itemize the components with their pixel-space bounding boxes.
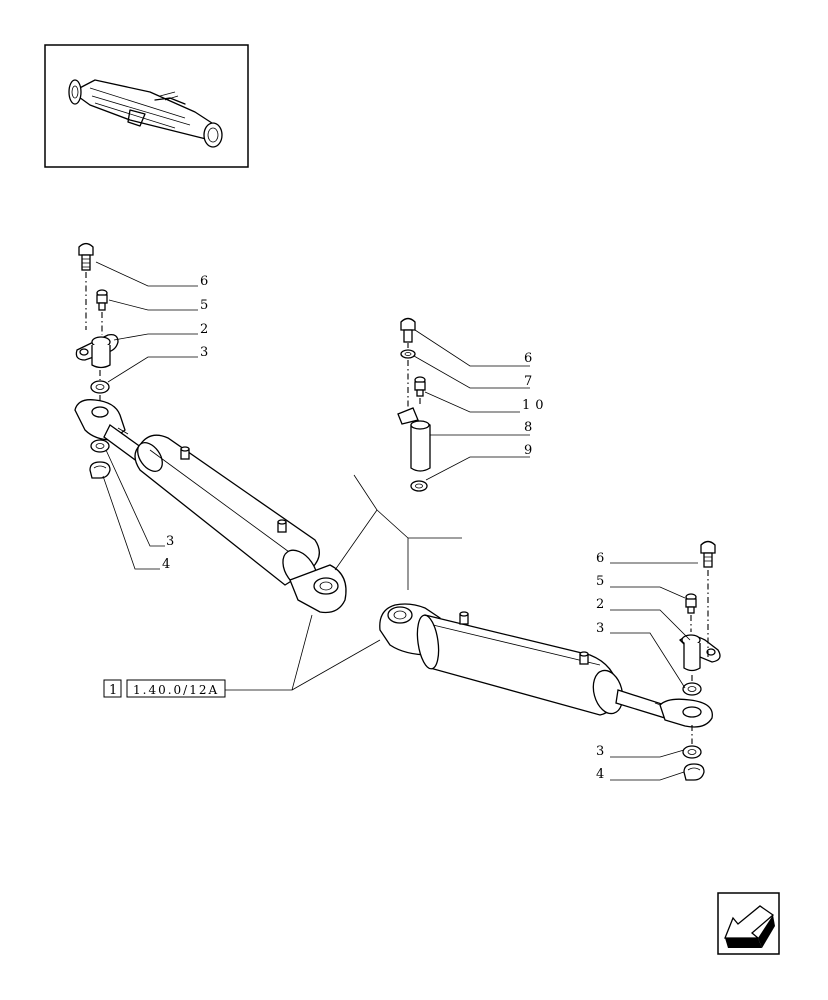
washer [90,439,110,453]
grease-nipple [96,289,108,311]
washer [410,480,428,492]
washer [400,349,416,359]
pivot-pin [679,634,721,672]
callout-7: 7 [524,374,532,389]
callout-2: 2 [200,322,208,337]
callout-3: 3 [166,534,174,549]
left-cylinder-assembly [74,242,347,614]
callout-3: 3 [200,345,208,360]
circlip [683,763,705,781]
reference-link[interactable]: 1 1.40.0/12A [103,679,226,698]
callout-6: 6 [200,274,208,289]
left-hydraulic-cylinder[interactable] [74,399,347,614]
callout-8: 8 [524,420,532,435]
callout-3: 3 [596,621,604,636]
callout-3: 3 [596,744,604,759]
callout-6: 6 [596,551,604,566]
pin-with-plate [397,407,431,472]
washer [682,682,702,696]
bolt [700,540,716,568]
middle-detail-assembly [397,317,530,492]
callout-2: 2 [596,597,604,612]
pivot-pin [75,334,119,369]
callout-10: 10 [522,398,549,413]
circlip [89,461,111,479]
callout-5: 5 [596,574,604,589]
right-hydraulic-cylinder[interactable] [379,603,713,728]
front-axle-thumbnail[interactable] [44,44,249,168]
bolt [78,242,94,271]
grease-nipple [685,593,697,614]
callout-9: 9 [524,443,532,458]
callout-6: 6 [524,351,532,366]
callout-4: 4 [162,557,170,572]
back-arrow-icon[interactable] [717,892,780,955]
reference-code: 1.40.0/12A [133,683,219,697]
callout-5: 5 [200,298,208,313]
reference-index: 1 [109,683,117,698]
grease-nipple [414,376,426,397]
callout-4: 4 [596,767,604,782]
washer [90,380,110,394]
right-cylinder-assembly [379,540,721,781]
bolt [400,317,416,343]
washer [682,745,702,759]
